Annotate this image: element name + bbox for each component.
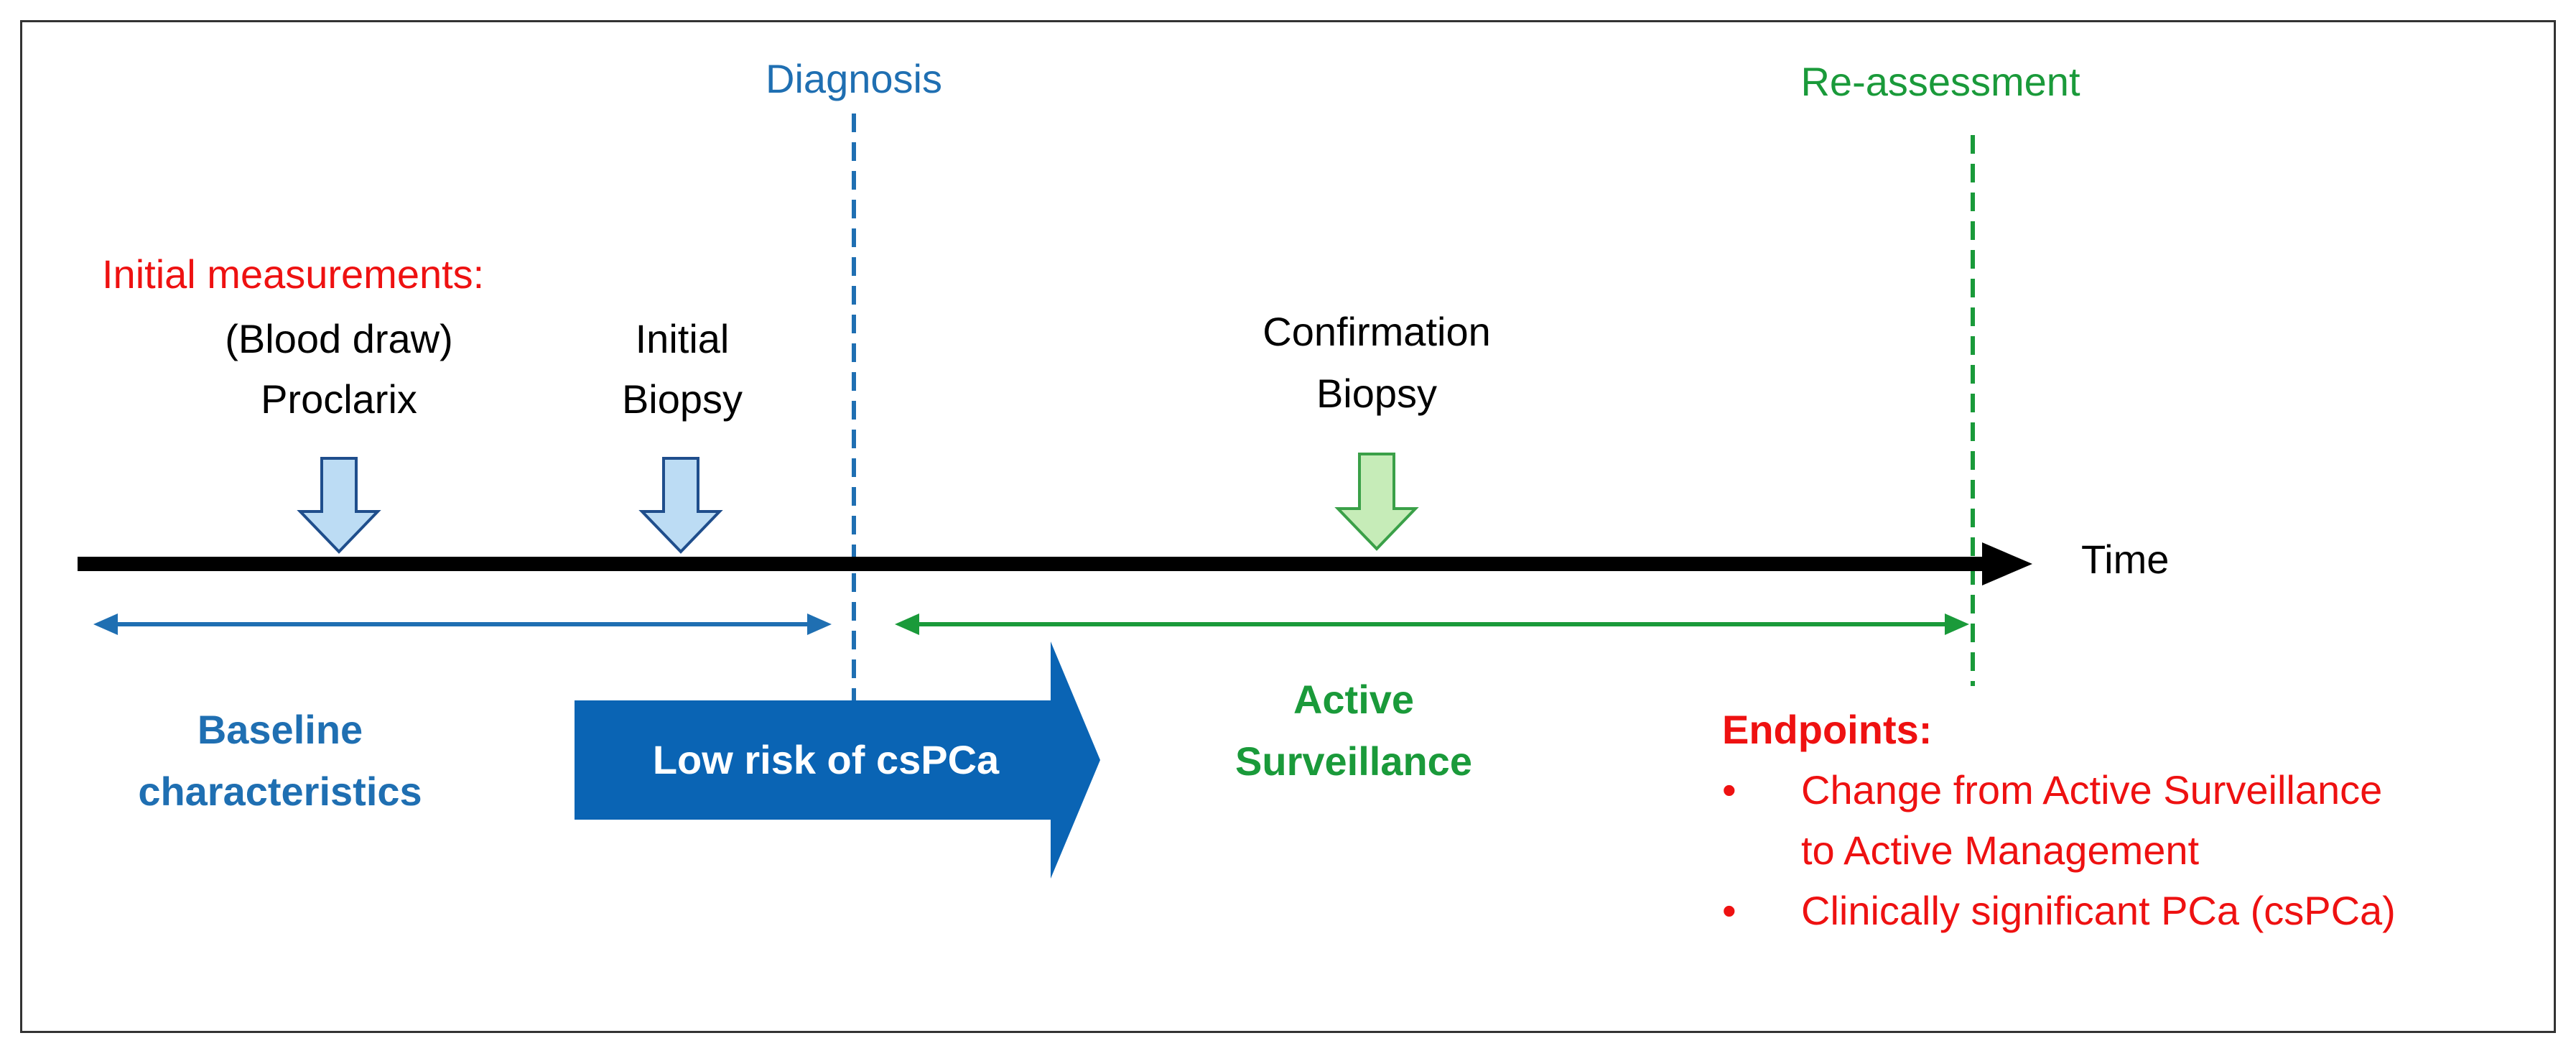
endpoints-heading: Endpoints:	[1722, 707, 1933, 752]
proclarix-label: Proclarix	[261, 376, 417, 422]
confirmation-biopsy-line2: Biopsy	[1316, 371, 1438, 416]
baseline-line1: Baseline	[197, 707, 363, 752]
endpoints-list: Change from Active Surveillance to Activ…	[1722, 760, 2396, 941]
confirmation-biopsy-line1: Confirmation	[1263, 309, 1491, 354]
proclarix-down-arrow	[297, 457, 381, 554]
surveillance-span-right-head	[1945, 613, 1969, 635]
low-risk-label: Low risk of csPCa	[652, 737, 1000, 782]
baseline-line2: characteristics	[138, 769, 422, 814]
initial-measurements-heading: Initial measurements:	[102, 251, 485, 297]
low-risk-arrow	[575, 642, 1100, 879]
initial-biopsy-line2: Biopsy	[621, 376, 743, 422]
endpoint-item-line1: Change from Active Surveillance	[1801, 767, 2383, 812]
baseline-span-right-head	[807, 613, 832, 635]
active-surveillance-line1: Active	[1293, 677, 1415, 722]
diagram-frame	[20, 20, 2556, 1033]
confirmation-biopsy-down-arrow	[1334, 453, 1419, 551]
time-axis-label: Time	[2081, 537, 2170, 582]
time-axis-arrowhead	[1982, 542, 2032, 585]
baseline-span-left-head	[93, 613, 118, 635]
surveillance-span-left-head	[895, 613, 919, 635]
initial-biopsy-line1: Initial	[635, 316, 730, 361]
diagnosis-label: Diagnosis	[766, 56, 942, 101]
active-surveillance-line2: Surveillance	[1235, 738, 1472, 784]
endpoint-item: Clinically significant PCa (csPCa)	[1722, 881, 2396, 941]
reassessment-label: Re-assessment	[1800, 59, 2080, 104]
blood-draw-label: (Blood draw)	[225, 316, 453, 361]
endpoint-item-line2: to Active Management	[1801, 828, 2200, 873]
endpoint-item: Change from Active Surveillance to Activ…	[1722, 760, 2396, 881]
initial-biopsy-down-arrow	[638, 457, 723, 554]
endpoint-item-line1: Clinically significant PCa (csPCa)	[1801, 888, 2396, 933]
